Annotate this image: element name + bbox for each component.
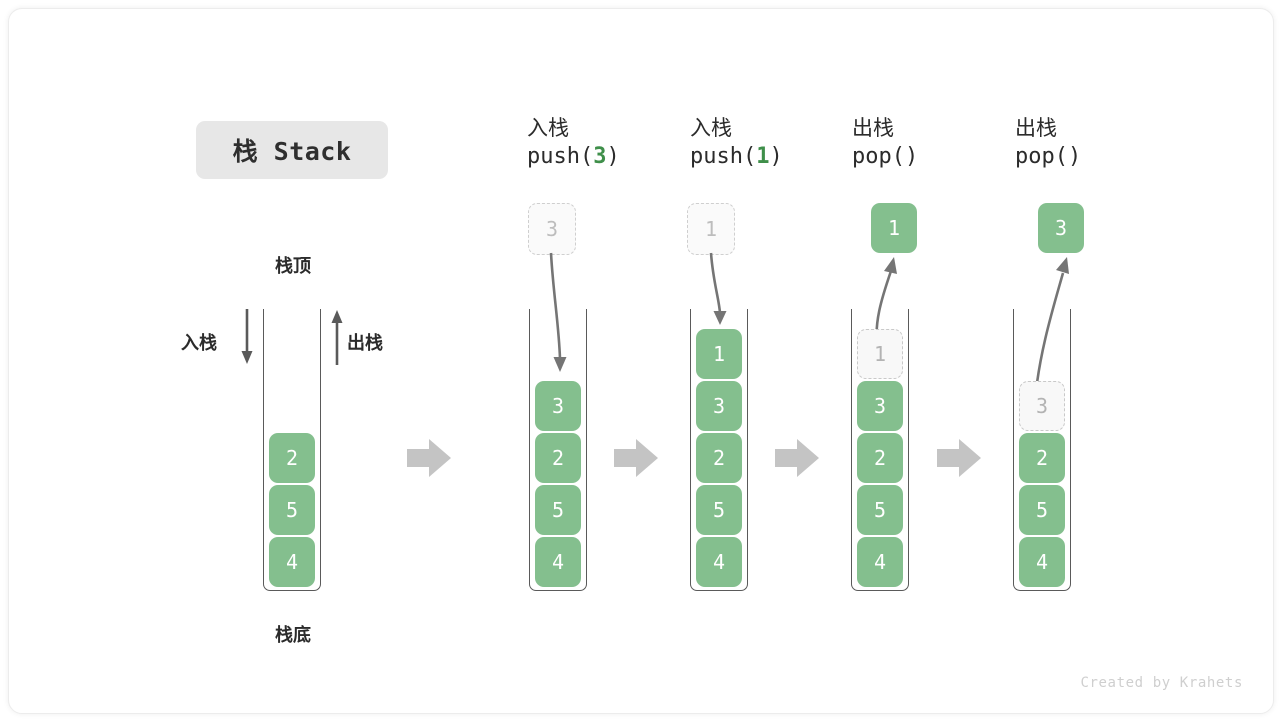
stack-column-pop-1: 1 3 2 5 4 xyxy=(851,309,909,591)
column-head-code: push(1) xyxy=(690,144,783,169)
credit-text: Created by Krahets xyxy=(1080,675,1243,691)
stack-walls xyxy=(263,309,321,591)
stack-walls xyxy=(690,309,748,591)
column-head-cn: 入栈 xyxy=(527,116,569,140)
push-direction-arrow-icon xyxy=(241,309,253,364)
column-head-push-3: 入栈 push(3) xyxy=(527,115,687,172)
stack-cell: 4 xyxy=(1019,537,1065,587)
stack-column-push-3: 3 2 5 4 xyxy=(529,309,587,591)
stack-column-pop-3: 3 2 5 4 xyxy=(1013,309,1071,591)
push-curve-arrow-icon xyxy=(549,252,567,372)
push-curve-arrow-icon xyxy=(709,252,727,325)
stack-cell: 5 xyxy=(1019,485,1065,535)
stack-cells-pop-1: 1 3 2 5 4 xyxy=(851,327,909,587)
stack-cell: 3 xyxy=(535,381,581,431)
pending-element-box: 1 xyxy=(687,203,735,255)
popped-element-box: 3 xyxy=(1038,203,1084,253)
column-head-code: pop() xyxy=(852,144,919,169)
flow-arrow-icon xyxy=(614,439,658,477)
stack-cell: 3 xyxy=(696,381,742,431)
column-head-pop-3: 出栈 pop() xyxy=(1015,115,1175,172)
stack-walls xyxy=(529,309,587,591)
stack-walls xyxy=(851,309,909,591)
stack-cell: 2 xyxy=(535,433,581,483)
removed-element-ghost: 3 xyxy=(1019,381,1065,431)
stack-top-label: 栈顶 xyxy=(275,256,311,277)
stack-cells-initial: 2 5 4 xyxy=(263,431,321,587)
stack-cell: 1 xyxy=(696,329,742,379)
flow-arrow-icon xyxy=(775,439,819,477)
title-badge: 栈 Stack xyxy=(196,121,388,179)
stack-cell: 2 xyxy=(857,433,903,483)
column-head-push-1: 入栈 push(1) xyxy=(690,115,850,172)
pending-element-box: 3 xyxy=(528,203,576,255)
popped-element-box: 1 xyxy=(871,203,917,253)
flow-arrow-icon xyxy=(407,439,451,477)
stack-cell: 5 xyxy=(535,485,581,535)
column-head-cn: 出栈 xyxy=(1015,116,1057,140)
pop-direction-arrow-icon xyxy=(331,310,343,365)
column-head-cn: 出栈 xyxy=(852,116,894,140)
flow-arrow-icon xyxy=(937,439,981,477)
column-head-cn: 入栈 xyxy=(690,116,732,140)
stack-column-push-1: 1 3 2 5 4 xyxy=(690,309,748,591)
stack-cell: 4 xyxy=(269,537,315,587)
title-text: 栈 Stack xyxy=(232,137,352,166)
stack-cells-push-1: 1 3 2 5 4 xyxy=(690,327,748,587)
stack-cell: 5 xyxy=(269,485,315,535)
column-head-pop-1: 出栈 pop() xyxy=(852,115,1012,172)
stack-cells-pop-3: 3 2 5 4 xyxy=(1013,379,1071,587)
column-head-code: pop() xyxy=(1015,144,1082,169)
stack-column-initial: 2 5 4 xyxy=(263,309,321,591)
stack-cell: 2 xyxy=(269,433,315,483)
stack-cell: 2 xyxy=(1019,433,1065,483)
column-head-code: push(3) xyxy=(527,144,620,169)
removed-element-ghost: 1 xyxy=(857,329,903,379)
push-arrow-label: 入栈 xyxy=(181,333,217,354)
stack-cell: 4 xyxy=(696,537,742,587)
stack-cell: 5 xyxy=(696,485,742,535)
stack-cell: 2 xyxy=(696,433,742,483)
stack-bottom-label: 栈底 xyxy=(275,625,311,646)
diagram-card: 栈 Stack 栈顶 栈底 入栈 出栈 2 5 4 入栈 push(3) xyxy=(8,8,1274,714)
stack-cells-push-3: 3 2 5 4 xyxy=(529,379,587,587)
stack-walls xyxy=(1013,309,1071,591)
stack-cell: 4 xyxy=(535,537,581,587)
pop-arrow-label: 出栈 xyxy=(347,333,383,354)
stack-cell: 3 xyxy=(857,381,903,431)
stack-cell: 4 xyxy=(857,537,903,587)
stack-cell: 5 xyxy=(857,485,903,535)
